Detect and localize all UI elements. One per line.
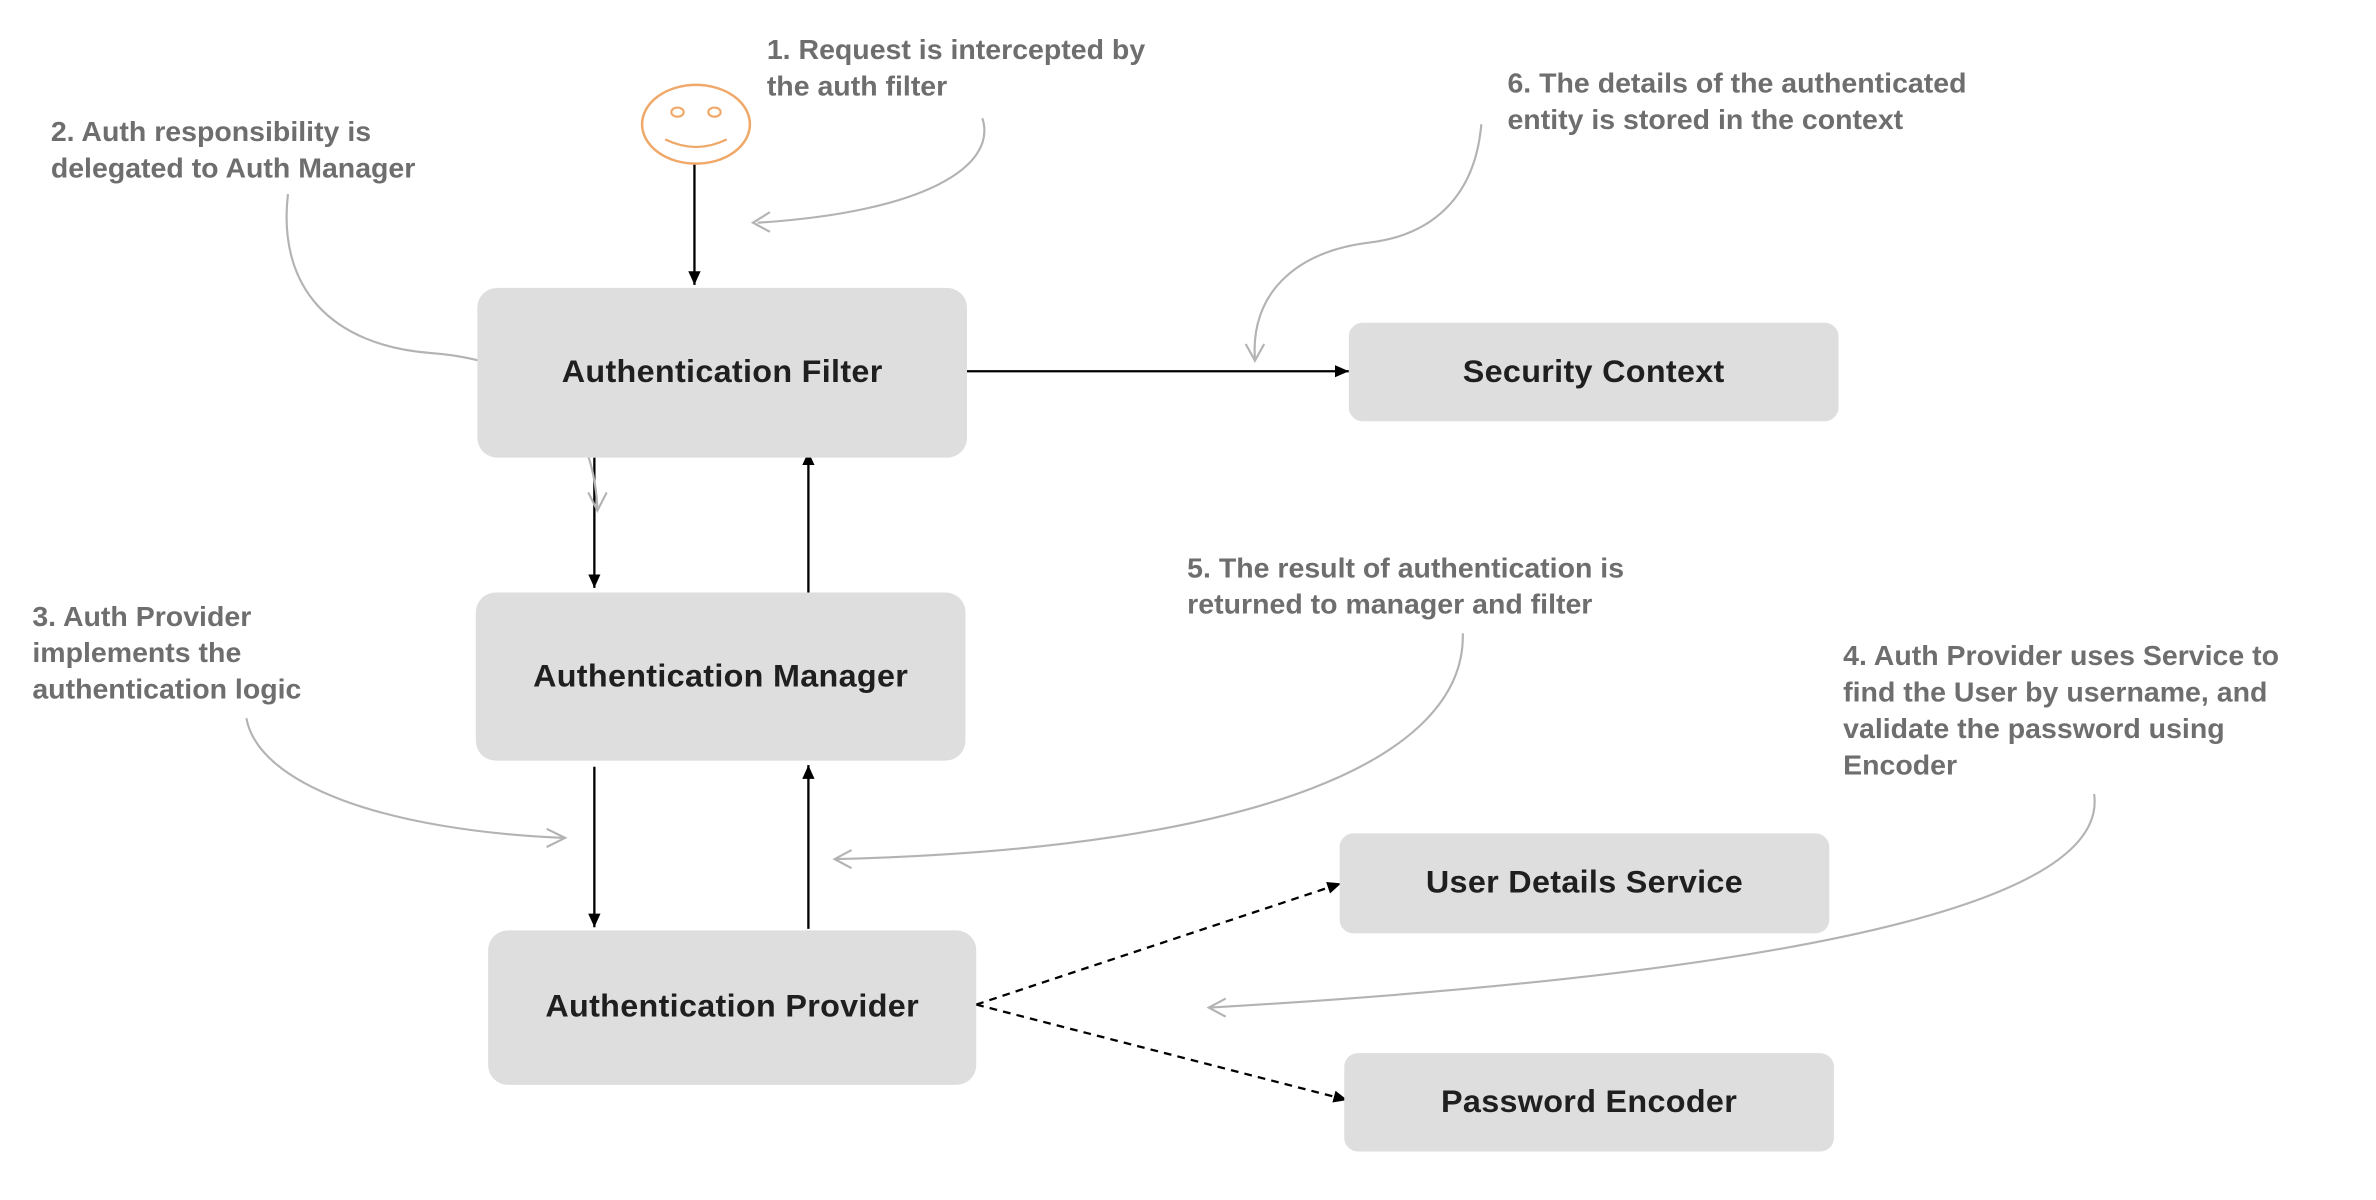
note-step6: 6. The details of the authenticated enti… xyxy=(1507,66,1967,135)
note-step2: 2. Auth responsibility is delegated to A… xyxy=(50,115,416,184)
user-details-service-box: User Details Service xyxy=(1339,833,1830,934)
authentication-manager-box: Authentication Manager xyxy=(475,592,966,761)
note-step3: 3. Auth Provider implements the authenti… xyxy=(32,600,302,705)
security-context-label: Security Context xyxy=(1462,353,1725,389)
callout-step1 xyxy=(750,117,986,233)
security-context-box: Security Context xyxy=(1348,322,1839,422)
authentication-manager-label: Authentication Manager xyxy=(533,658,909,694)
callout-step6 xyxy=(1244,124,1483,363)
password-encoder-label: Password Encoder xyxy=(1441,1084,1738,1119)
user-details-service-label: User Details Service xyxy=(1425,865,1744,901)
note-step1: 1. Request is intercepted by the auth fi… xyxy=(766,33,1146,102)
callout-step3 xyxy=(245,718,568,848)
arrow-provider-to-encoder xyxy=(975,1003,1348,1103)
authentication-filter-box: Authentication Filter xyxy=(477,287,967,458)
authentication-provider-box: Authentication Provider xyxy=(488,930,977,1085)
smiley-face-icon xyxy=(640,83,752,165)
authentication-provider-label: Authentication Provider xyxy=(545,989,919,1025)
authentication-filter-label: Authentication Filter xyxy=(561,354,883,390)
arrow-provider-to-user-details xyxy=(975,881,1342,1006)
note-step5: 5. The result of authentication is retur… xyxy=(1187,551,1625,620)
note-step4: 4. Auth Provider uses Service to find th… xyxy=(1843,639,2280,781)
callout-step4 xyxy=(1206,793,2096,1018)
callout-step5 xyxy=(832,633,1464,870)
password-encoder-box: Password Encoder xyxy=(1344,1053,1834,1152)
